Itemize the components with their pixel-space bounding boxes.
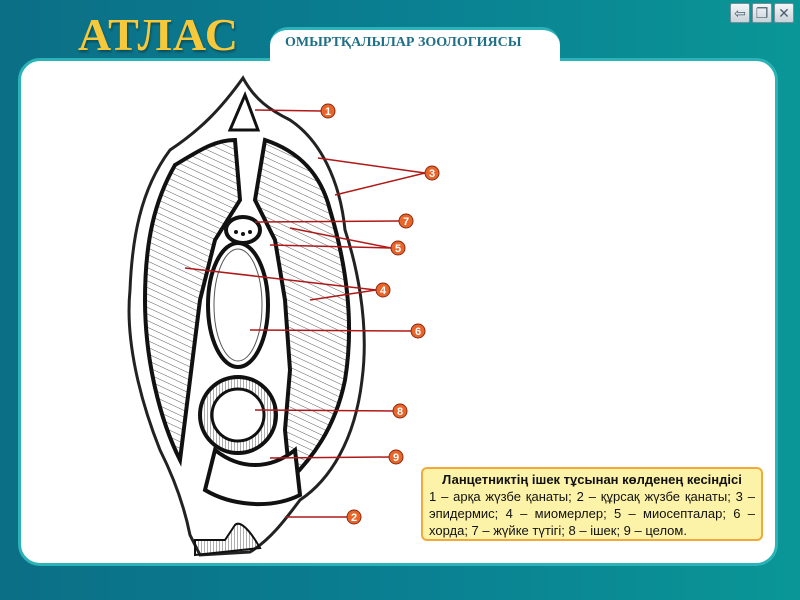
caption-box: Ланцетниктің ішек тұсынан көлденең кесін… bbox=[421, 467, 763, 541]
label-1: 1 bbox=[320, 103, 336, 119]
leader-lines bbox=[184, 109, 426, 518]
svg-text:4: 4 bbox=[380, 285, 387, 297]
svg-text:7: 7 bbox=[403, 216, 409, 228]
label-9: 9 bbox=[388, 449, 404, 465]
window-controls: ⇦ ❐ ✕ bbox=[730, 3, 794, 23]
back-arrow-icon: ⇦ bbox=[734, 4, 746, 21]
label-2: 2 bbox=[346, 509, 362, 525]
svg-text:3: 3 bbox=[429, 168, 435, 180]
svg-text:5: 5 bbox=[395, 243, 401, 255]
svg-text:6: 6 bbox=[415, 326, 421, 338]
gut bbox=[210, 387, 266, 443]
label-6: 6 bbox=[410, 323, 426, 339]
caption-line: 1 – арқа жүзбе қанаты; 2 – құрсақ жүзбе … bbox=[429, 489, 755, 504]
restore-icon: ❐ bbox=[755, 4, 769, 21]
label-4: 4 bbox=[375, 282, 391, 298]
close-button[interactable]: ✕ bbox=[774, 3, 794, 23]
svg-text:2: 2 bbox=[351, 512, 357, 524]
label-8: 8 bbox=[392, 403, 408, 419]
back-button[interactable]: ⇦ bbox=[730, 3, 750, 23]
close-icon: ✕ bbox=[778, 4, 790, 21]
caption-line: эпидермис; 4 – миомерлер; 5 – миосептала… bbox=[429, 506, 755, 521]
label-5: 5 bbox=[390, 240, 406, 256]
label-3: 3 bbox=[424, 165, 440, 181]
nerve-tube bbox=[224, 215, 262, 245]
restore-button[interactable]: ❐ bbox=[752, 3, 772, 23]
svg-text:8: 8 bbox=[397, 406, 403, 418]
svg-text:1: 1 bbox=[325, 106, 331, 118]
caption-title: Ланцетниктің ішек тұсынан көлденең кесін… bbox=[442, 472, 742, 487]
caption-line: хорда; 7 – жүйке түтігі; 8 – ішек; 9 – ц… bbox=[429, 523, 687, 538]
label-7: 7 bbox=[398, 213, 414, 229]
atlas-logo: АТЛАС bbox=[78, 9, 239, 60]
page-subtitle: ОМЫРТҚАЛЫЛАР ЗООЛОГИЯСЫ bbox=[285, 35, 522, 50]
notochord bbox=[206, 241, 270, 369]
svg-text:9: 9 bbox=[393, 452, 399, 464]
title-tab bbox=[270, 27, 560, 63]
